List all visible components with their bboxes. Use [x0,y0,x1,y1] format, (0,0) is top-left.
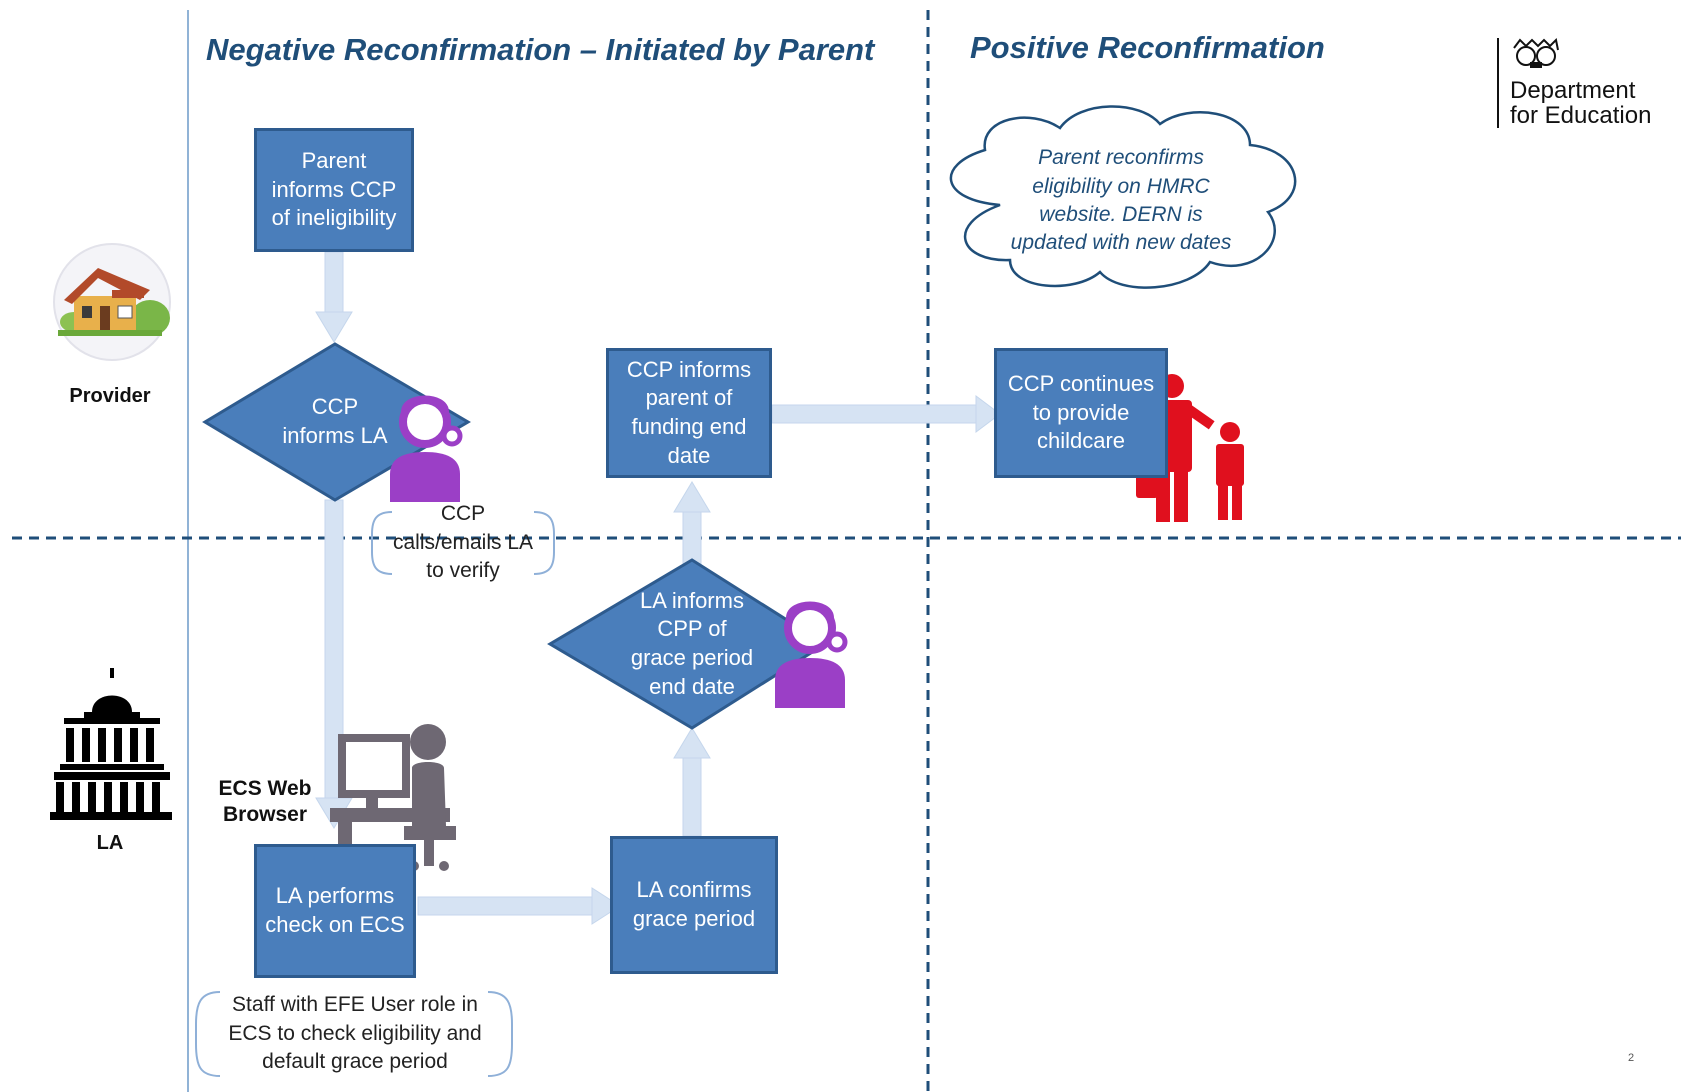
cloud-shape [949,105,1297,289]
ccp-informs-la-text: CCP informs LA [282,394,388,448]
ccp-informs-parent-box: CCP informs parent of funding end date [606,348,772,478]
computer-user-icon [330,724,456,872]
la-performs-check-box: LA performs check on ECS [254,844,416,978]
ccp-continues-box: CCP continues to provide childcare [994,348,1168,478]
house-icon [53,243,171,361]
parent-informs-box: Parent informs CCP of ineligibility [254,128,414,252]
staff-bracket-left [195,991,221,1077]
note-bracket-right [533,511,555,575]
cloud-text: Parent reconfirms eligibility on HMRC we… [1010,146,1232,255]
government-building-icon [50,668,172,820]
page-number: 2 [1628,1052,1635,1064]
phone-operator-icon-2 [775,601,848,708]
lane-label-la: LA [96,832,124,854]
la-informs-cpp-diamond [547,558,828,730]
staff-role-note: Staff with EFE User role in ECS to check… [228,993,482,1074]
department-for-education-logo: Department for Education [1510,77,1652,130]
note-bracket-left [371,511,393,575]
arrow-right-2 [771,395,1001,433]
arrow-down-1 [315,251,353,343]
arrow-right-1 [417,887,621,925]
lane-label-provider: Provider [69,385,151,407]
positive-reconfirmation-title: Positive Reconfirmation [970,30,1325,65]
phone-operator-icon [390,395,463,502]
ecs-web-browser-label: ECS Web Browser [218,777,312,827]
la-informs-cpp-text: LA informs CPP of grace period end date [630,587,754,699]
negative-reconfirmation-title: Negative Reconfirmation – Initiated by P… [206,32,875,67]
royal-crest-icon [1497,37,1559,128]
arrow-up-2 [673,481,711,571]
arrow-up-1 [673,727,711,837]
staff-bracket-right [487,991,513,1077]
ccp-calls-note: CCP calls/emails LA to verify [392,502,534,583]
la-confirms-box: LA confirms grace period [610,836,778,974]
